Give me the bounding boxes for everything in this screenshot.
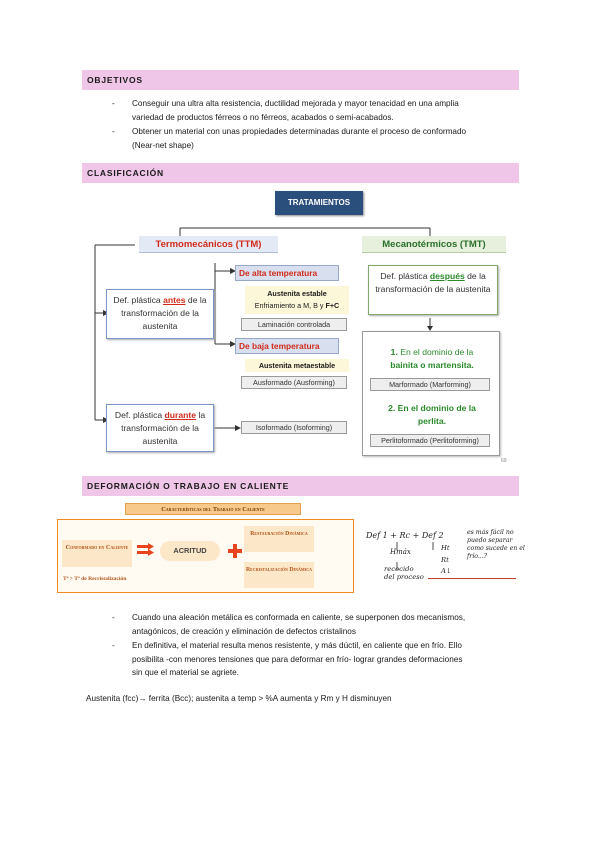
- baja-temperatura: De baja temperatura: [235, 338, 339, 354]
- restauracion-dinamica: Restauración Dinámica: [244, 526, 314, 552]
- recristalizacion-dinamica: Recristalización Dinámica: [244, 562, 314, 588]
- conformado-caliente: Conformado en Caliente: [62, 540, 132, 567]
- isoformado: Isoformado (Isoforming): [241, 421, 347, 434]
- page-ref: 69: [501, 458, 507, 464]
- plus-icon: [228, 544, 242, 558]
- marformado: Marformado (Marforming): [370, 378, 490, 391]
- section-header-deformacion: DEFORMACIÓN O TRABAJO EN CALIENTE: [82, 476, 519, 496]
- list-item: - Obtener un material con unas propiedad…: [112, 127, 467, 150]
- caracteristicas-banner: Características del Trabajo en Caliente: [125, 503, 301, 515]
- handwritten-rt: Rt: [441, 556, 449, 564]
- tmt-label: Mecanotérmicos (TMT): [362, 236, 506, 253]
- section-header-clasificacion: CLASIFICACIÓN: [82, 163, 519, 183]
- handwritten-a: A↓: [441, 567, 452, 575]
- section-header-objetivos: OBJETIVOS: [82, 70, 519, 90]
- handwritten-arrows: [396, 542, 434, 570]
- handwritten-hmax: Hmáx: [390, 548, 411, 556]
- austenita-estable-block: Austenita estable Enfriamiento a M, B y …: [245, 286, 349, 314]
- handwritten-formula: Def 1 + Rc + Def 2: [366, 531, 444, 540]
- list-item: - Conseguir una ultra alta resistencia, …: [112, 99, 459, 122]
- classification-connectors: [94, 227, 433, 431]
- antes-box: Def. plástica antes de la transformación…: [106, 289, 214, 339]
- despues-box: Def. plástica después de la transformaci…: [368, 265, 498, 315]
- ttm-label: Termomecánicos (TTM): [139, 236, 278, 253]
- handwritten-note: es más fácil no puedo separar como suced…: [467, 529, 525, 560]
- handwritten-ht: Ht: [441, 544, 450, 552]
- ausformado: Ausformado (Ausforming): [241, 376, 347, 389]
- list-item: - Cuando una aleación metálica es confor…: [112, 613, 466, 636]
- arrow-icon: [137, 543, 154, 556]
- durante-box: Def. plástica durante la transformación …: [106, 404, 214, 452]
- list-item: - En definitiva, el material resulta men…: [112, 641, 463, 677]
- temperatura-label: Tª > Tª de Recristalización: [63, 576, 127, 582]
- tratamientos-root: TRATAMIENTOS: [275, 191, 363, 215]
- acritud-label: ACRITUD: [160, 541, 220, 561]
- alta-temperatura: De alta temperatura: [235, 265, 339, 281]
- austenita-metaestable: Austenita metaestable: [245, 359, 349, 372]
- handwritten-underline: [428, 578, 516, 579]
- austenita-note: Austenita (fcc)→ ferrita (Bcc); austenit…: [86, 694, 392, 703]
- dominio-1: 1. En el dominio de la bainita o martens…: [390, 347, 474, 370]
- perlitoformado: Perlitoformado (Perlitoforming): [370, 434, 490, 447]
- handwritten-recocido: recocido del proceso: [384, 565, 424, 581]
- laminacion-controlada: Laminación controlada: [241, 318, 347, 331]
